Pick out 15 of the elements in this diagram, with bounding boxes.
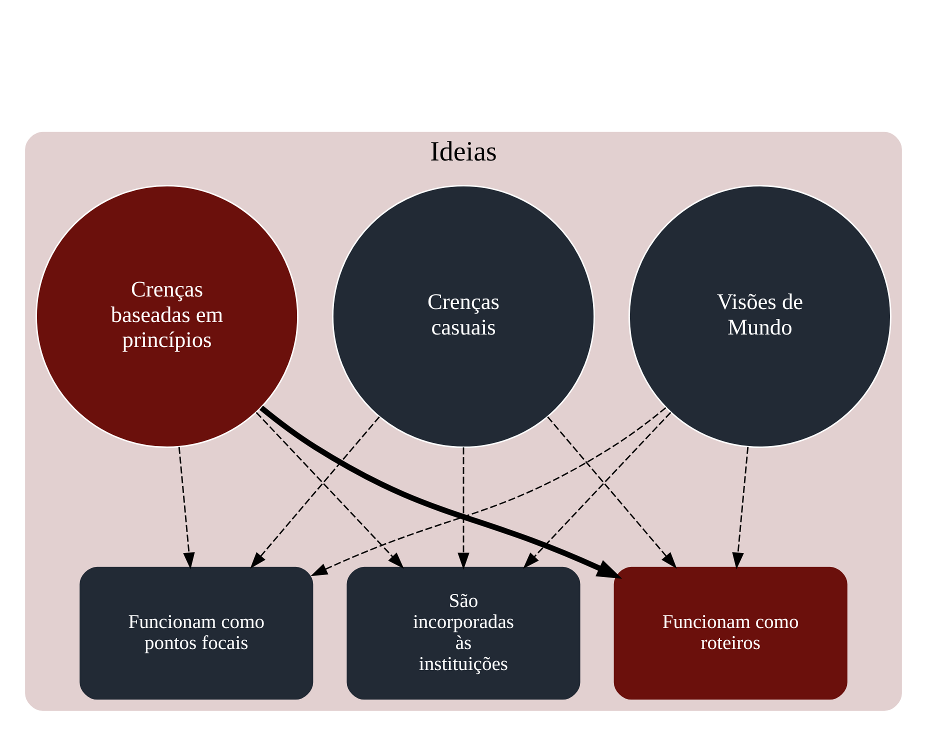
arrow [310,406,666,576]
arrow [546,416,676,568]
arrow [522,412,671,568]
arrow [178,446,194,569]
node-box: Funcionam como roteiros [613,566,847,700]
arrow [258,405,622,578]
node-box: Funcionam como pontos focais [79,566,313,700]
node-circle: Crenças baseadas em princípios [35,184,298,448]
node-circle: Crenças casuais [332,184,594,448]
node-circle: Visões de Mundo [628,184,891,448]
arrow [732,446,748,569]
node-box: São incorporadas às instituições [346,566,580,700]
arrow [255,412,404,568]
arrow [250,416,380,568]
arrow [457,446,469,570]
